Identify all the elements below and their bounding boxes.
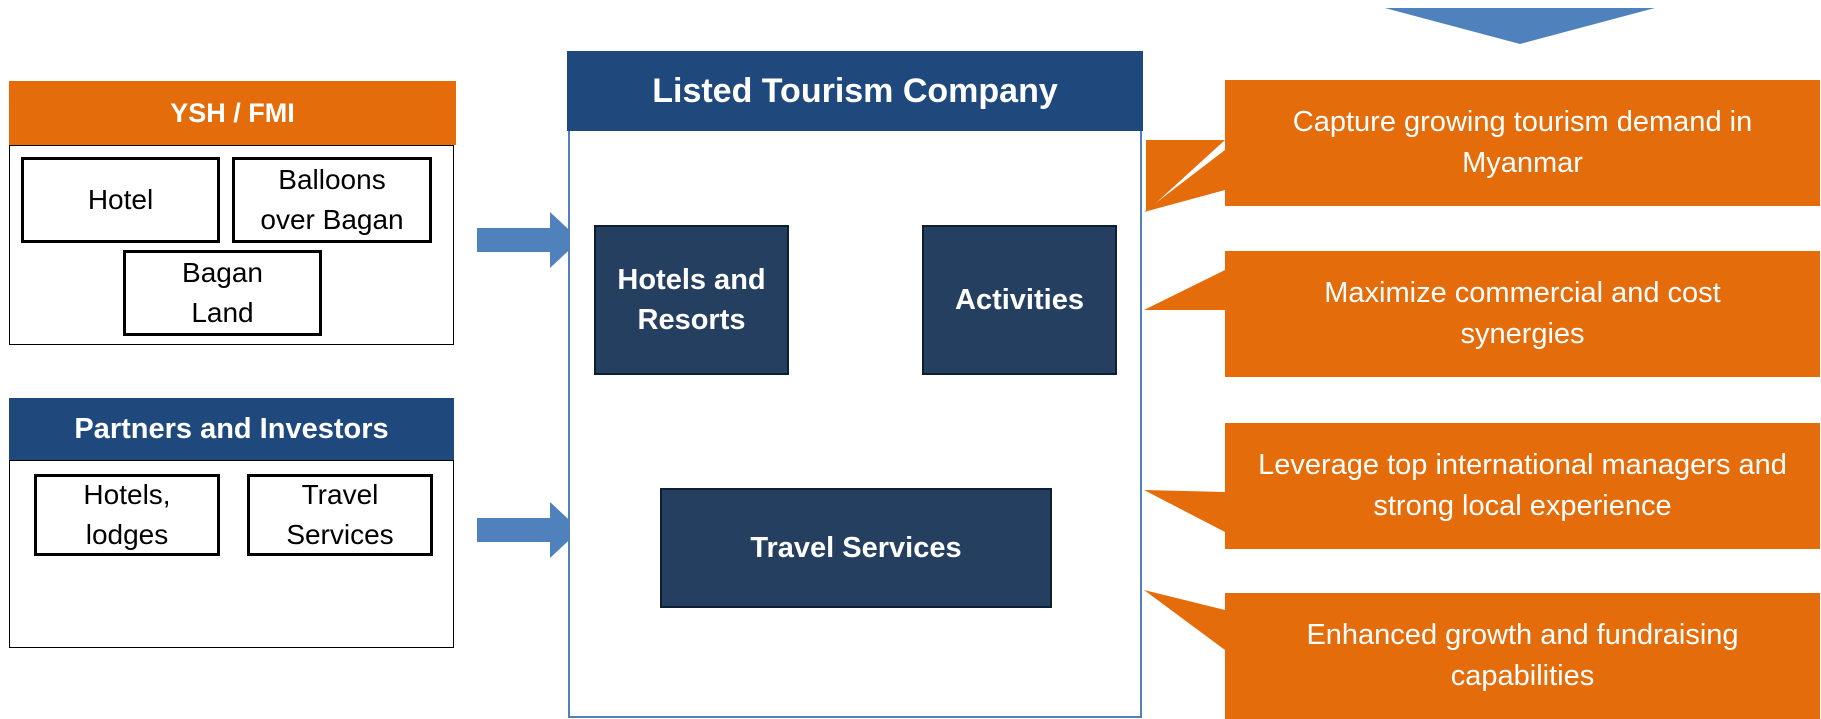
travel-services-label: Travel Services — [750, 532, 962, 564]
benefit-callout-3: Leverage top international managers and … — [1225, 423, 1820, 549]
activities-box: Activities — [922, 225, 1117, 375]
travel-label: Travel Services — [286, 479, 394, 550]
hotels-resorts-box: Hotels and Resorts — [594, 225, 789, 375]
hotels-lodges-label: Hotels, lodges — [83, 479, 171, 550]
bagan-land-label: Bagan Land — [182, 257, 263, 328]
balloons-box: Balloons over Bagan — [232, 157, 432, 243]
activities-label: Activities — [955, 284, 1084, 316]
company-panel — [568, 128, 1142, 718]
down-arrow-top — [1385, 8, 1655, 44]
inflow-arrow-partners — [477, 502, 580, 558]
hotel-box: Hotel — [21, 157, 220, 243]
benefit-text-1: Capture growing tourism demand in Myanma… — [1292, 106, 1753, 179]
callout-pointer-3 — [1144, 490, 1225, 532]
travel-services-box: Travel Services — [660, 488, 1052, 608]
bagan-land-box: Bagan Land — [123, 250, 322, 336]
callout-pointer-1 — [1146, 140, 1225, 212]
ysh-fmi-header: YSH / FMI — [9, 81, 456, 145]
hotel-label: Hotel — [87, 184, 154, 215]
benefit-text-3: Leverage top international managers and … — [1258, 449, 1787, 522]
hotels-resorts-label: Hotels and Resorts — [617, 264, 766, 336]
ysh-fmi-title: YSH / FMI — [170, 97, 295, 128]
benefit-text-2: Maximize commercial and cost synergies — [1324, 277, 1721, 350]
callout-pointer-4 — [1144, 590, 1225, 650]
company-title: Listed Tourism Company — [652, 71, 1058, 110]
benefit-callout-2: Maximize commercial and cost synergies — [1225, 251, 1820, 377]
benefit-text-4: Enhanced growth and fundraising capabili… — [1306, 619, 1739, 692]
benefit-callout-4: Enhanced growth and fundraising capabili… — [1225, 593, 1820, 719]
company-header: Listed Tourism Company — [567, 51, 1143, 131]
inflow-arrow-ysh — [477, 212, 580, 268]
travel-box: Travel Services — [247, 474, 433, 556]
balloons-label: Balloons over Bagan — [260, 164, 404, 235]
partners-header: Partners and Investors — [9, 398, 454, 460]
callout-pointer-2 — [1144, 270, 1225, 310]
benefit-callout-1: Capture growing tourism demand in Myanma… — [1225, 80, 1820, 206]
hotels-lodges-box: Hotels, lodges — [34, 474, 220, 556]
partners-title: Partners and Investors — [74, 412, 389, 445]
